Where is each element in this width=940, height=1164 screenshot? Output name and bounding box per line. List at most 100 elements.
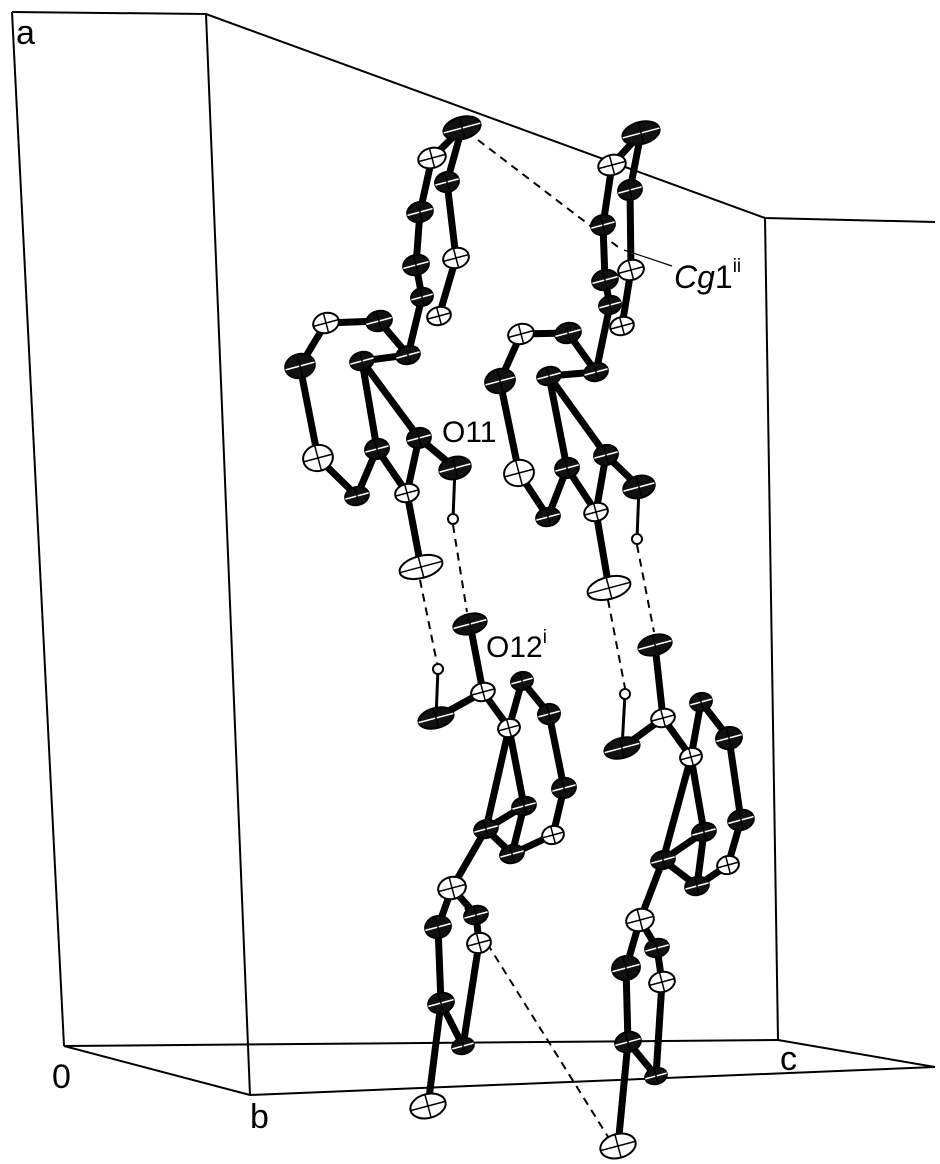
atom-ellipsoid-c [473, 818, 499, 840]
cell-edge [11, 11, 936, 223]
hydrogen-atom [447, 513, 459, 525]
bond-a [443, 178, 460, 262]
atom-ellipsoid-c [409, 1092, 447, 1120]
pi-contact-upper [477, 139, 623, 251]
atom-ellipsoid-d [637, 633, 673, 657]
atom-label-o12: O12i [486, 627, 547, 664]
cell-edge [11, 11, 65, 1047]
atom-ellipsoid-c [551, 776, 577, 800]
bond-a [358, 357, 423, 442]
atom-ellipsoid-c [463, 904, 489, 926]
axis-label-a: a [16, 14, 35, 52]
atom-ellipsoid-a [365, 309, 393, 333]
atom-ellipsoid-a [398, 553, 444, 581]
hydrogen-atom [631, 533, 643, 545]
atom-ellipsoid-b [593, 443, 619, 467]
atoms [284, 115, 755, 1160]
atom-ellipsoid-b [554, 456, 580, 480]
atom-ellipsoid-d [691, 821, 717, 843]
cell-edge [764, 217, 779, 1041]
bond-c [466, 620, 487, 696]
atom-ellipsoid-b [617, 258, 645, 282]
atom-ellipsoid-a [344, 485, 370, 507]
bond-d [651, 641, 667, 722]
atom-ellipsoid-a [410, 286, 434, 308]
atom-ellipsoid-c [451, 1036, 475, 1056]
atom-ellipsoid-c [497, 717, 521, 739]
atom-ellipsoid-a [302, 443, 334, 473]
atom-ellipsoid-c [470, 681, 496, 703]
atom-ellipsoid-d [614, 1030, 642, 1054]
bond-c [482, 724, 513, 833]
bond-a [296, 362, 322, 462]
centroid-label-sup: ii [733, 256, 741, 277]
atom-ellipsoid-d [689, 691, 713, 713]
atom-ellipsoid-c [452, 612, 488, 636]
centroid-label-num: 1 [715, 259, 733, 295]
origin-label: 0 [52, 1058, 71, 1096]
atom-ellipsoid-b [503, 458, 535, 488]
atom-ellipsoid-b [598, 294, 622, 316]
atom-ellipsoid-d [679, 746, 703, 768]
atom-ellipsoid-c [466, 931, 492, 955]
atom-ellipsoid-c [424, 914, 452, 940]
atom-ellipsoid-c [499, 843, 525, 865]
bond-b [626, 186, 635, 274]
atom-ellipsoid-a [438, 455, 472, 481]
cell-edge [63, 1045, 251, 1096]
bond-c [424, 999, 445, 1110]
atom-ellipsoid-d [650, 849, 676, 871]
atom-ellipsoid-a [394, 482, 420, 504]
bond-b [592, 301, 614, 376]
atom-ellipsoid-a [417, 146, 447, 170]
atom-ellipsoid-d [715, 725, 743, 751]
atom-ellipsoid-c [537, 702, 561, 726]
atom-ellipsoid-d [599, 1132, 637, 1160]
atom-ellipsoid-d [648, 970, 676, 994]
atom-ellipsoid-b [484, 367, 516, 395]
atom-ellipsoid-b [591, 268, 619, 292]
atom-ellipsoid-a [349, 350, 375, 372]
atom-ellipsoid-a [426, 305, 452, 327]
atom-ellipsoid-d [611, 954, 641, 982]
bond-b [545, 372, 571, 472]
atom-ellipsoid-b [617, 178, 643, 202]
bond-a [358, 357, 381, 453]
hydrogen-atom [619, 688, 631, 700]
atom-ellipsoid-a [395, 344, 421, 366]
atom-ellipsoid-c [511, 795, 537, 817]
atom-ellipsoid-d [644, 1066, 668, 1086]
cell-edge [63, 1039, 779, 1047]
atom-ellipsoid-d [644, 937, 670, 959]
atom-ellipsoid-a [312, 311, 340, 335]
atom-ellipsoid-c [417, 706, 455, 730]
atom-ellipsoid-a [442, 246, 470, 270]
atom-ellipsoid-b [583, 501, 609, 523]
atom-ellipsoid-c [437, 875, 467, 901]
centroid-label-cg1: Cg1ii [674, 256, 741, 295]
bond-b [496, 377, 523, 477]
centroid-label-cg: Cg [674, 259, 715, 295]
atom-ellipsoid-a [402, 253, 430, 277]
atom-ellipsoid-b [621, 120, 661, 146]
bond-d [652, 978, 666, 1080]
atom-ellipsoid-a [406, 200, 434, 224]
atom-label-o12-base: O12 [486, 631, 543, 664]
atom-label-o12-sup: i [543, 627, 547, 648]
atom-ellipsoid-b [507, 322, 535, 346]
bond-c [459, 939, 483, 1050]
atom-ellipsoid-b [535, 506, 561, 528]
bond-d [687, 753, 708, 836]
axis-label-b: b [250, 1098, 269, 1136]
atom-ellipsoid-d [603, 736, 641, 760]
cell-edge [777, 1039, 936, 1068]
atom-ellipsoid-c [541, 824, 565, 846]
bond-d [725, 734, 745, 824]
bond-b [545, 372, 610, 459]
h-bond [636, 544, 655, 633]
atom-ellipsoid-d [625, 907, 655, 933]
atom-ellipsoid-c [427, 991, 455, 1015]
h-bond [452, 524, 468, 613]
